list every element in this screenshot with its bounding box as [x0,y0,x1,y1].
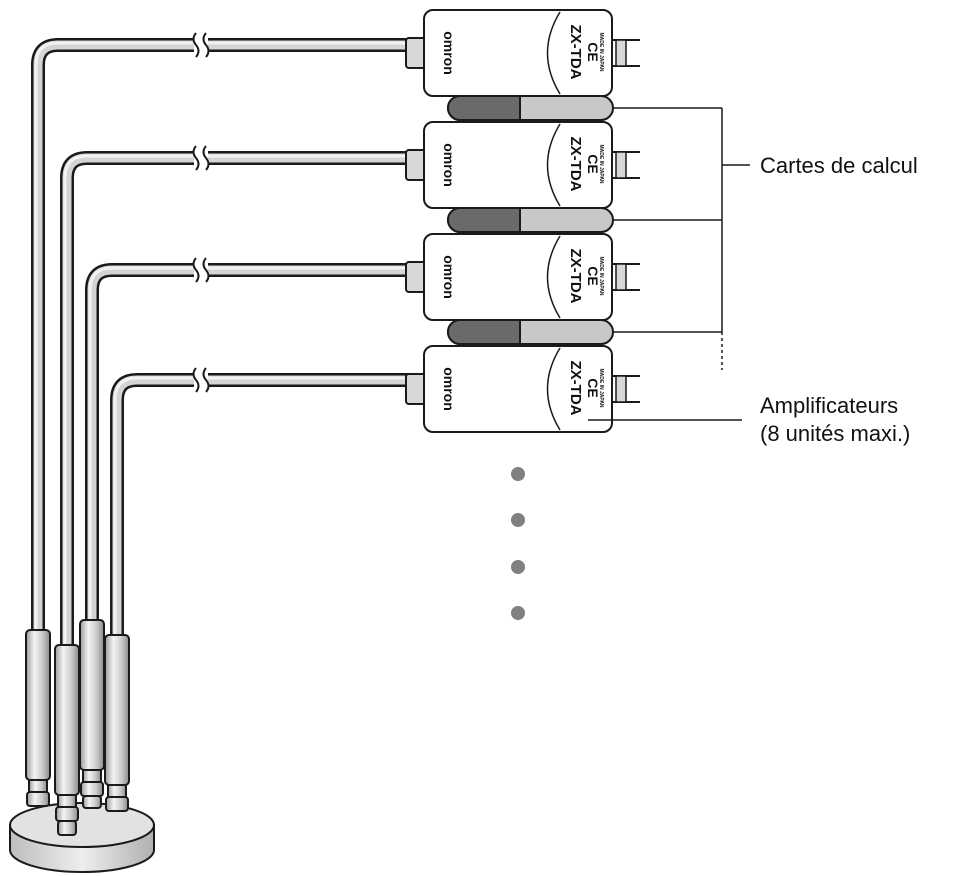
calc-card-2 [447,207,722,233]
unit-origin: MADE IN JAPAN [598,32,604,71]
unit-origin: MADE IN JAPAN [598,144,604,183]
unit-origin: MADE IN JAPAN [598,256,604,295]
unit-mark: CE [585,42,601,61]
amplifiers-sublabel: (8 unités maxi.) [760,421,910,446]
calc-cards-label: Cartes de calcul [760,153,918,178]
calc-card-3 [447,319,722,345]
unit-mark: CE [585,154,601,173]
continuation-dot [511,513,525,527]
unit-brand: omron [441,255,457,299]
probe-2 [54,644,80,836]
probe-3 [79,619,105,809]
amplifier-unit-4: omron ZX-TDA CE MADE IN JAPAN [405,345,640,433]
unit-model: ZX-TDA [567,249,584,304]
unit-brand: omron [441,143,457,187]
calc-card-1 [447,95,722,121]
calc-cards-bracket [721,108,750,370]
cables [31,38,420,650]
cable-3 [85,263,420,625]
amplifier-unit-1: omron ZX-TDA CE MADE IN JAPAN [405,9,640,97]
unit-model: ZX-TDA [567,361,584,416]
probe-1 [25,629,51,807]
probe-4 [104,634,130,812]
calc-cards [447,95,722,345]
continuation-dots [511,467,525,620]
unit-origin: MADE IN JAPAN [598,368,604,407]
amplifier-units: omron ZX-TDA CE MADE IN JAPAN omron ZX-T… [405,9,640,433]
cable-break-marks [192,32,210,393]
amplifiers-label: Amplificateurs [760,393,898,418]
continuation-dot [511,560,525,574]
sensor-probes [25,619,130,836]
continuation-dot [511,606,525,620]
sensor-base [9,802,155,873]
unit-model: ZX-TDA [567,25,584,80]
continuation-dot [511,467,525,481]
unit-mark: CE [585,378,601,397]
unit-mark: CE [585,266,601,285]
unit-brand: omron [441,31,457,75]
unit-model: ZX-TDA [567,137,584,192]
amplifier-unit-2: omron ZX-TDA CE MADE IN JAPAN [405,121,640,209]
amplifier-unit-3: omron ZX-TDA CE MADE IN JAPAN [405,233,640,321]
cable-4 [110,373,420,640]
unit-brand: omron [441,367,457,411]
